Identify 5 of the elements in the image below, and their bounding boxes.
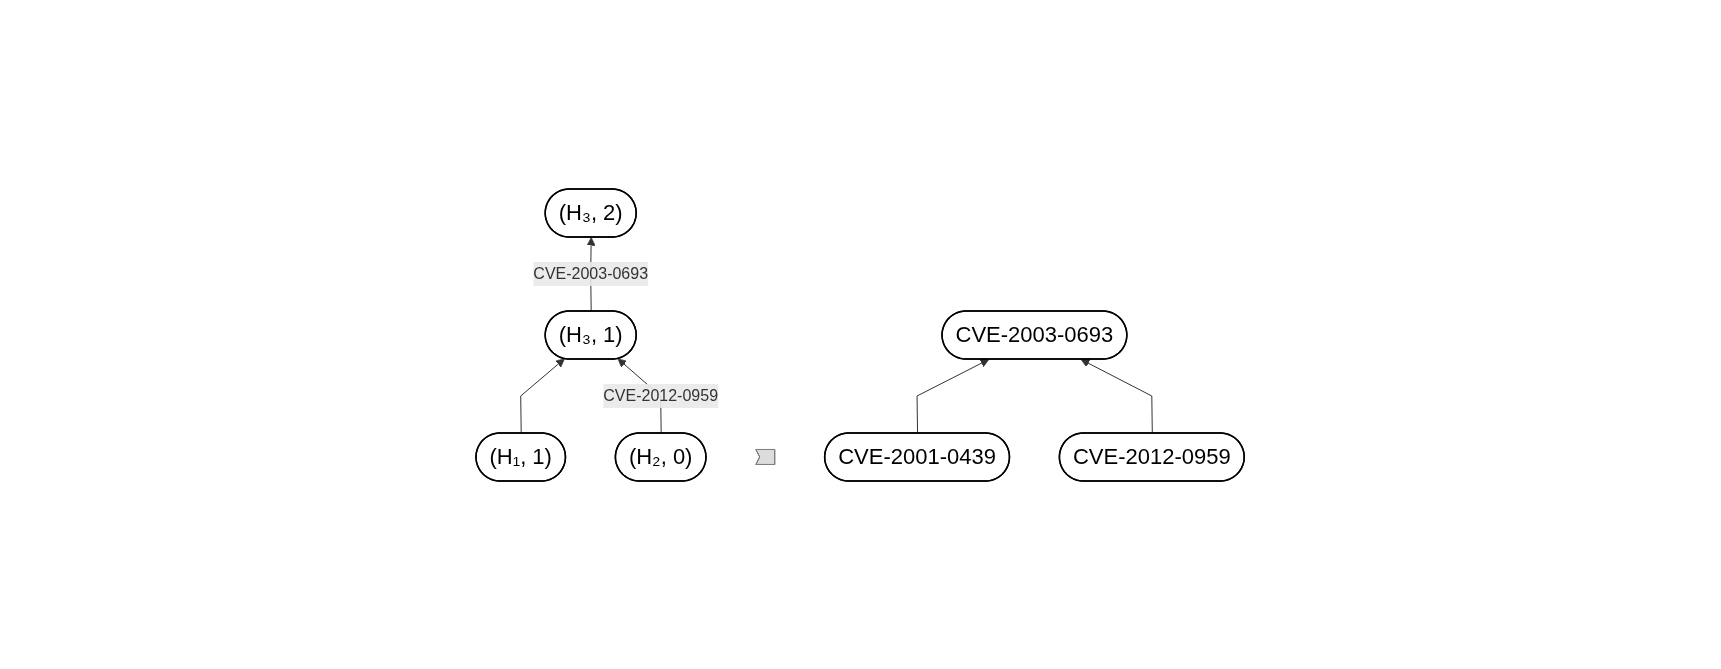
arrow — [1081, 358, 1154, 434]
arrow — [916, 358, 990, 434]
arrow — [520, 358, 566, 434]
edge-label: CVE-2012-0959 — [603, 386, 719, 404]
edge-label: CVE-2003-0693 — [533, 264, 649, 282]
